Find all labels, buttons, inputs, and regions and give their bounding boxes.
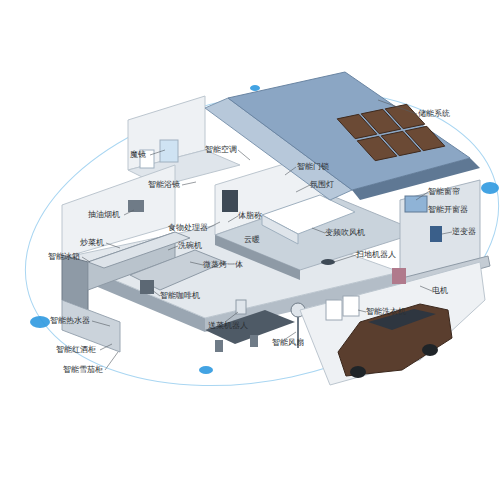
wardrobe: [222, 190, 238, 212]
solar-panel: [405, 126, 445, 150]
leader-line: [312, 228, 325, 233]
robot: [236, 300, 246, 314]
inverter: [430, 226, 442, 242]
chair: [250, 335, 258, 347]
leader-line: [238, 150, 250, 160]
callout-label: 智能冰箱: [48, 252, 80, 262]
leader-line: [82, 257, 90, 262]
leader-line: [152, 290, 160, 296]
car: [338, 304, 452, 376]
orbit-ring: [0, 49, 500, 427]
callout-label: 云暖: [244, 235, 260, 245]
washer: [343, 296, 359, 316]
callout-label: 储能系统: [418, 109, 450, 119]
leader-line: [416, 192, 428, 200]
callout-label: 智能热水器: [50, 316, 90, 326]
vacuum-robot: [321, 259, 335, 265]
callout-label: 智能门锁: [297, 162, 329, 172]
leader-line: [124, 210, 134, 215]
washer: [326, 300, 342, 320]
leader-line: [225, 312, 238, 322]
callout-label: 食物处理器: [168, 223, 208, 233]
leader-line: [168, 246, 178, 250]
callout-label: 智能开窗器: [428, 205, 468, 215]
leader-lines: [82, 100, 452, 370]
callout-label: 炒菜机: [80, 238, 104, 248]
leader-line: [92, 321, 110, 326]
leader-line: [182, 182, 196, 185]
orbit-dot: [481, 182, 499, 194]
hood: [128, 200, 144, 212]
callout-label: 智能浴镜: [148, 180, 180, 190]
callout-label: 智能咖啡机: [160, 291, 200, 301]
callout-label: 扫地机器人: [356, 250, 396, 260]
callout-label: 体脂称: [238, 211, 262, 221]
callout-label: 逆变器: [452, 227, 476, 237]
leader-line: [358, 310, 366, 312]
leader-line: [378, 100, 417, 114]
wheel: [350, 366, 366, 378]
leader-line: [190, 262, 203, 265]
leader-line: [285, 167, 296, 175]
orbit-dot: [199, 366, 213, 374]
callout-label: 抽油烟机: [88, 210, 120, 220]
leader-line: [334, 255, 356, 262]
callout-label: 智能窗帘: [428, 187, 460, 197]
coffee-machine: [140, 280, 154, 294]
orbit-dot: [250, 85, 260, 91]
callout-label: 电机: [432, 286, 448, 296]
leader-line: [208, 222, 220, 228]
leader-line: [106, 243, 120, 248]
leader-line: [105, 352, 118, 370]
callout-label: 变频吹风机: [325, 228, 365, 238]
callout-label: 智能雪茄柜: [63, 365, 103, 375]
callout-label: 洗碗机: [178, 241, 202, 251]
garage-floor: [300, 262, 485, 385]
window: [405, 196, 427, 212]
leader-line: [442, 232, 452, 234]
callout-label: 微蒸烤一体: [203, 260, 243, 270]
callout-label: 氛围灯: [310, 180, 334, 190]
leader-line: [420, 286, 432, 291]
chair: [215, 340, 223, 352]
callout-label: 魔镜: [130, 150, 146, 160]
bin: [392, 268, 406, 284]
cabinet: [62, 300, 120, 352]
leader-line: [100, 344, 112, 350]
callout-label: 智能红酒柜: [56, 345, 96, 355]
slab: [215, 235, 300, 280]
callout-label: 智能洗衣机: [366, 307, 406, 317]
bed-side: [262, 215, 298, 244]
floor: [215, 195, 420, 270]
callout-label: 智能空调: [205, 145, 237, 155]
leader-line: [296, 185, 310, 192]
leader-line: [228, 216, 238, 222]
wheel: [422, 344, 438, 356]
callout-label: 送菜机器人: [208, 321, 248, 331]
leader-line: [150, 150, 165, 155]
callout-label: 智能风扇: [272, 338, 304, 348]
orbit-dot: [30, 316, 50, 328]
